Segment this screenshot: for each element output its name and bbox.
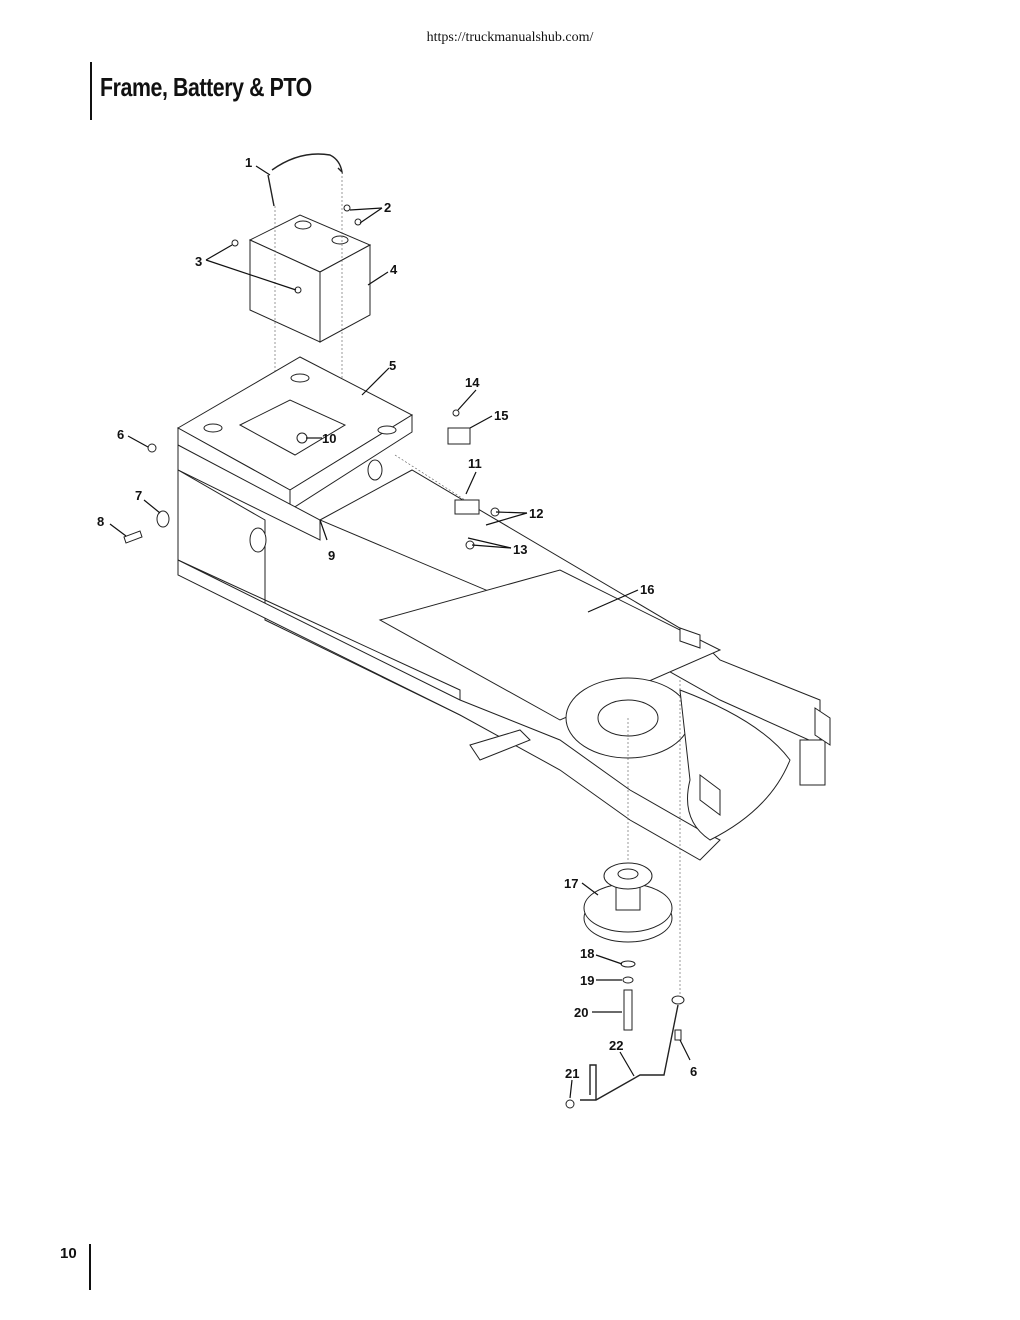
page-title: Frame, Battery & PTO <box>100 72 312 102</box>
callout-8: 8 <box>97 514 104 529</box>
battery-hold-down-strap <box>271 153 344 175</box>
callout-2: 2 <box>384 200 391 215</box>
main-frame <box>177 444 831 861</box>
callout-9: 9 <box>328 548 335 563</box>
title-rule <box>90 62 92 120</box>
washer-18 <box>620 960 636 968</box>
callout-10: 10 <box>322 431 336 446</box>
callout-21: 21 <box>565 1066 579 1081</box>
callout-6: 6 <box>117 427 124 442</box>
washer-19 <box>622 976 634 984</box>
page-rule <box>89 1244 91 1290</box>
pto-lever <box>565 995 685 1109</box>
callout-5: 5 <box>389 358 396 373</box>
callout-13: 13 <box>513 542 527 557</box>
callout-12: 12 <box>529 506 543 521</box>
callout-18: 18 <box>580 946 594 961</box>
pto-pulley <box>583 862 673 943</box>
bolts-and-bushing <box>123 432 308 544</box>
callout-17: 17 <box>564 876 578 891</box>
switch-assembly <box>447 409 500 550</box>
callout-3: 3 <box>195 254 202 269</box>
callout-22: 22 <box>609 1038 623 1053</box>
callout-15: 15 <box>494 408 508 423</box>
callout-11: 11 <box>468 456 482 471</box>
callout-20: 20 <box>574 1005 588 1020</box>
page-number: 10 <box>60 1245 77 1262</box>
battery-tray <box>176 356 414 511</box>
callout-4: 4 <box>390 262 398 277</box>
callout-19: 19 <box>580 973 594 988</box>
pto-bolt-20 <box>623 989 633 1031</box>
callout-6-lower: 6 <box>690 1064 697 1079</box>
callout-7: 7 <box>135 488 142 503</box>
callout-16: 16 <box>640 582 654 597</box>
battery <box>231 204 372 343</box>
callout-14: 14 <box>465 375 480 390</box>
callout-1: 1 <box>245 155 252 170</box>
source-url[interactable]: https://truckmanualshub.com/ <box>426 30 594 45</box>
